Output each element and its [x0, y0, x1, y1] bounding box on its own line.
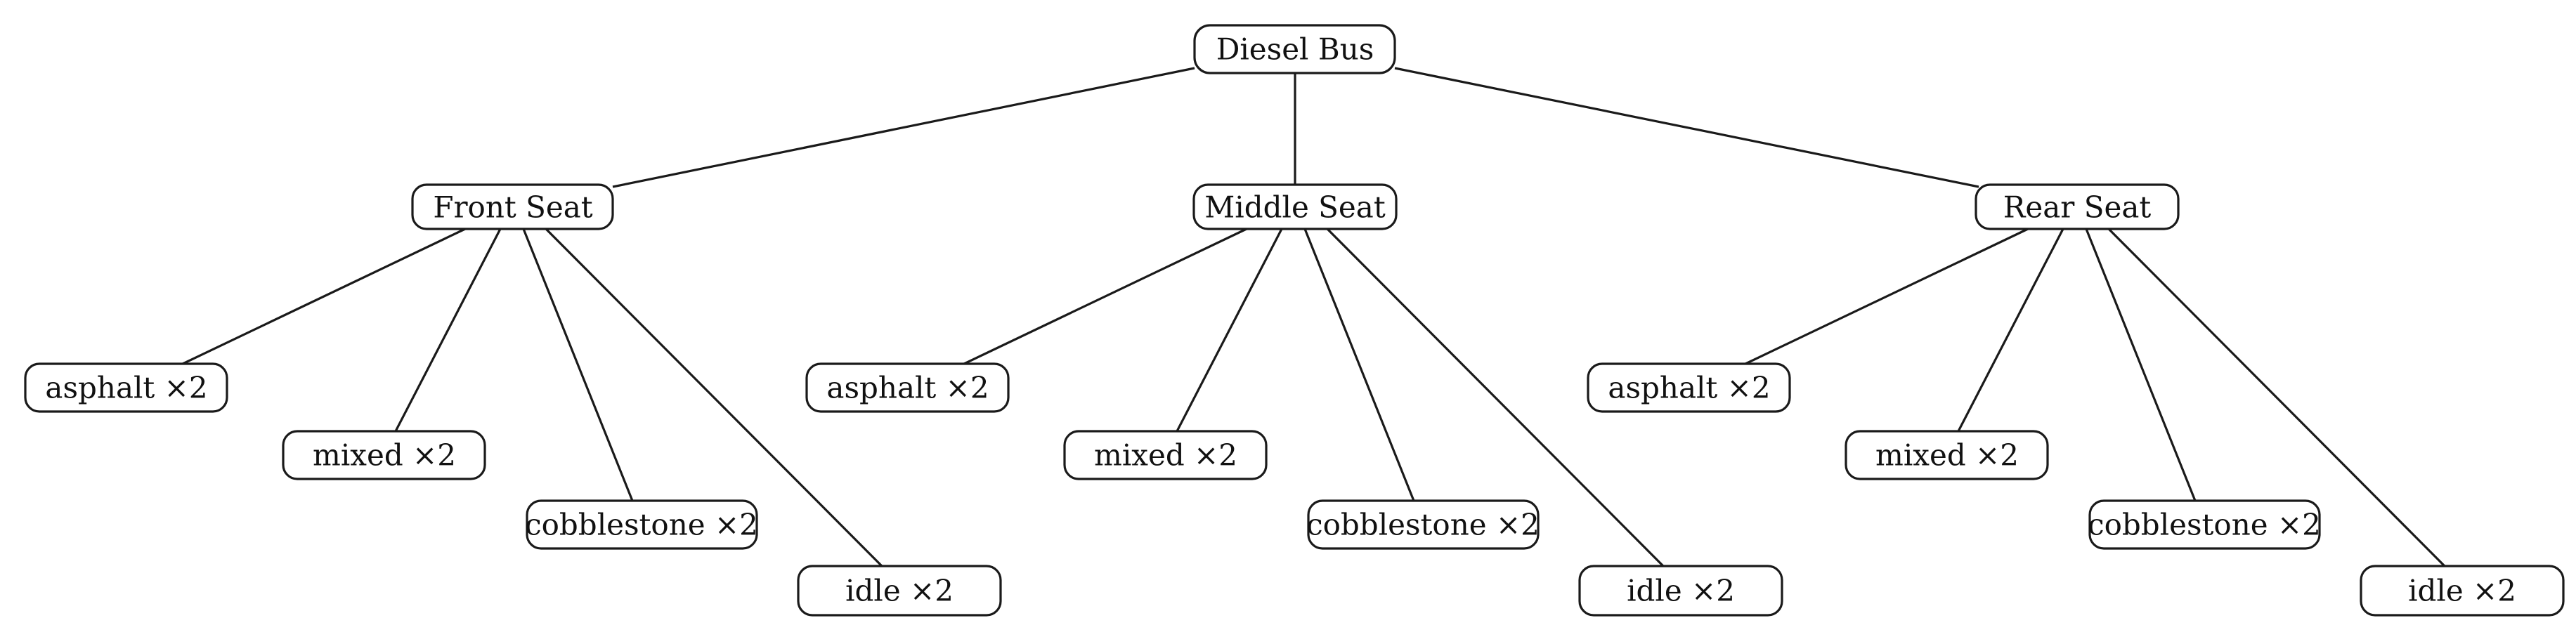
- edge-rear-asphalt: [1745, 228, 2029, 365]
- node-front-mixed-label: mixed ×2: [313, 438, 456, 473]
- node-rear-idle-label: idle ×2: [2408, 574, 2516, 608]
- node-front-cobblestone-label: cobblestone ×2: [525, 508, 758, 542]
- tree-edges: [182, 67, 2446, 567]
- node-root: Diesel Bus: [1193, 24, 1396, 74]
- node-middle-cobblestone-label: cobblestone ×2: [1306, 508, 1540, 542]
- edge-middle-cobblestone: [1303, 228, 1415, 501]
- node-middle-asphalt-label: asphalt ×2: [826, 371, 989, 405]
- node-front-mixed: mixed ×2: [282, 430, 486, 480]
- node-middle-seat: Middle Seat: [1192, 183, 1398, 230]
- edge-front-mixed: [394, 228, 502, 432]
- node-middle-idle-label: idle ×2: [1627, 574, 1735, 608]
- node-front-idle: idle ×2: [797, 565, 1002, 617]
- node-front-cobblestone: cobblestone ×2: [525, 499, 758, 550]
- node-rear-seat-label: Rear Seat: [2003, 190, 2152, 225]
- tree-nodes: Diesel Bus Front Seat Middle Seat Rear S…: [24, 24, 2565, 617]
- node-middle-idle: idle ×2: [1578, 565, 1783, 617]
- edge-middle-mixed: [1176, 228, 1283, 432]
- node-rear-cobblestone: cobblestone ×2: [2088, 499, 2321, 550]
- node-rear-asphalt: asphalt ×2: [1587, 362, 1791, 413]
- node-rear-idle: idle ×2: [2360, 565, 2565, 617]
- node-front-seat-label: Front Seat: [433, 190, 592, 225]
- edge-middle-idle: [1326, 228, 1665, 567]
- edge-rear-idle: [2107, 228, 2446, 567]
- node-front-idle-label: idle ×2: [845, 574, 954, 608]
- edge-rear-mixed: [1957, 228, 2064, 432]
- node-front-asphalt: asphalt ×2: [24, 362, 228, 413]
- node-middle-mixed: mixed ×2: [1063, 430, 1268, 480]
- node-rear-mixed: mixed ×2: [1845, 430, 2049, 480]
- edge-rear-cobblestone: [2085, 228, 2197, 501]
- edge-middle-asphalt: [963, 228, 1247, 365]
- edge-front-asphalt: [182, 228, 466, 365]
- edge-root-rear: [1394, 67, 1979, 188]
- edge-root-front: [612, 67, 1195, 188]
- edge-front-idle: [545, 228, 883, 567]
- node-rear-seat: Rear Seat: [1975, 183, 2180, 230]
- node-rear-cobblestone-label: cobblestone ×2: [2088, 508, 2321, 542]
- node-middle-asphalt: asphalt ×2: [805, 362, 1010, 413]
- node-front-asphalt-label: asphalt ×2: [45, 371, 207, 405]
- node-middle-cobblestone: cobblestone ×2: [1306, 499, 1540, 550]
- node-middle-mixed-label: mixed ×2: [1094, 438, 1237, 473]
- edge-front-cobblestone: [522, 228, 634, 501]
- node-root-label: Diesel Bus: [1216, 32, 1374, 67]
- node-rear-asphalt-label: asphalt ×2: [1608, 371, 1770, 405]
- node-middle-seat-label: Middle Seat: [1204, 190, 1386, 225]
- node-front-seat: Front Seat: [411, 183, 614, 230]
- node-rear-mixed-label: mixed ×2: [1875, 438, 2019, 473]
